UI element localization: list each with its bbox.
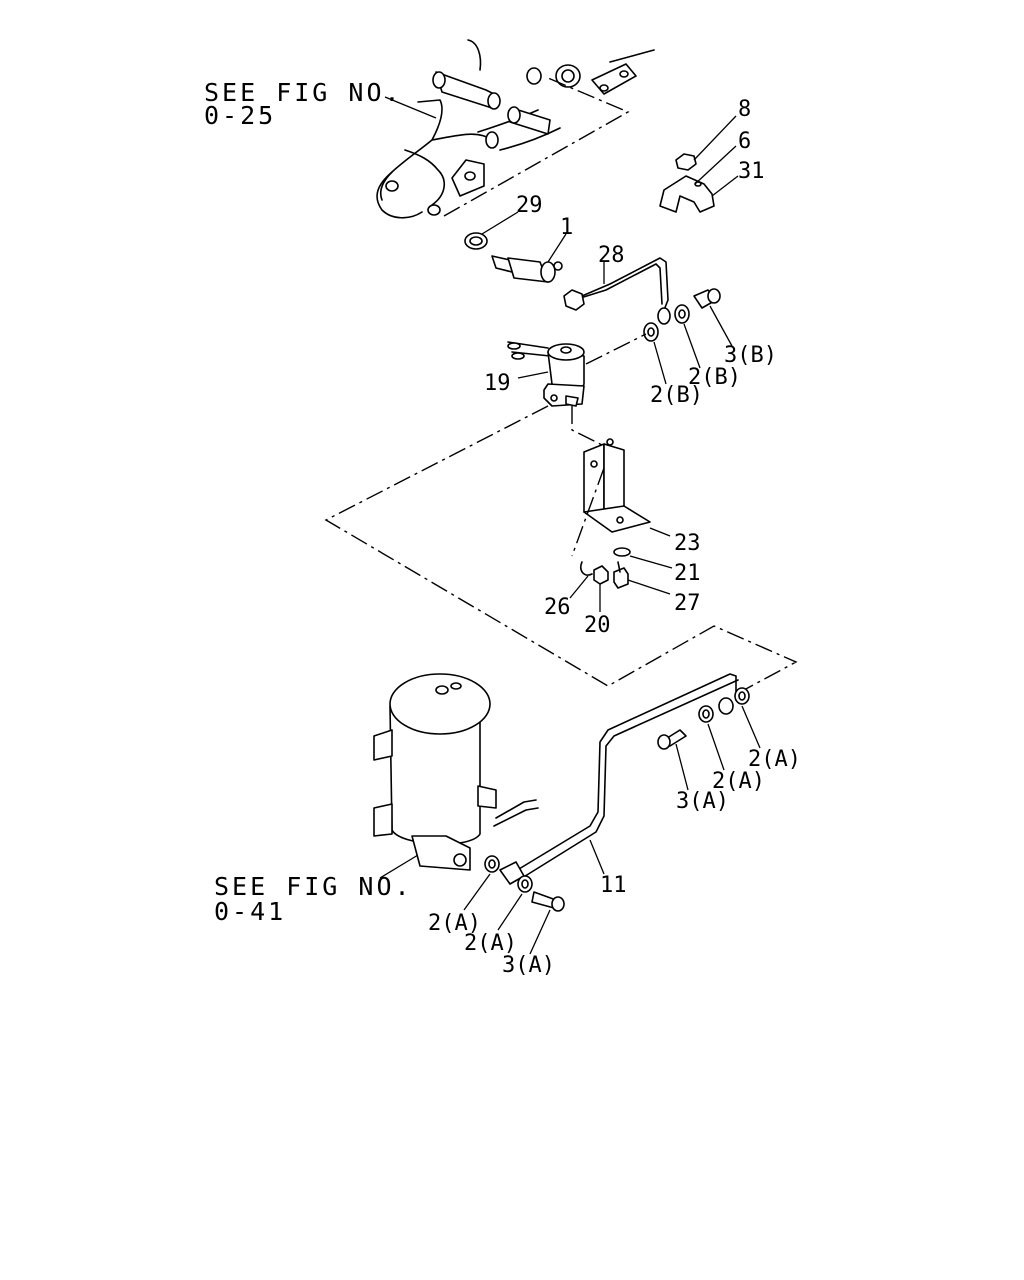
ref-bottom-leader	[379, 854, 419, 879]
nut-washer-clamp-drawing	[659, 115, 739, 213]
pipe-28-drawing	[563, 257, 671, 325]
callout-29: 29	[516, 193, 543, 218]
bracket-dashed-link	[571, 406, 609, 449]
callout-8: 8	[738, 97, 751, 122]
callout-27: 27	[674, 591, 701, 616]
callout-20: 20	[584, 613, 611, 638]
small-fasteners-drawing	[569, 547, 673, 612]
engine-bracket-drawing	[376, 39, 655, 219]
callout-26: 26	[544, 595, 571, 620]
callout-3a-top: 3(A)	[676, 789, 729, 814]
callout-2b-left: 2(B)	[650, 383, 703, 408]
callout-31: 31	[738, 159, 765, 184]
callout-2a-mid: 2(A)	[712, 769, 765, 794]
callout-2a-bottom-left-2: 2(A)	[464, 931, 517, 956]
callout-3b: 3(B)	[724, 343, 777, 368]
ref-top-line2: 0-25	[204, 101, 276, 130]
callout-6: 6	[738, 129, 751, 154]
callout-21: 21	[674, 561, 701, 586]
bracket-23-drawing	[571, 438, 671, 557]
pipe-11-drawing	[513, 673, 761, 879]
callout-11: 11	[600, 873, 627, 898]
solenoid-19-drawing	[507, 333, 647, 407]
callout-23: 23	[674, 531, 701, 556]
washers-bolt-b-drawing	[643, 288, 733, 385]
ref-bottom-line2: 0-41	[214, 897, 286, 926]
ref-top-line1: SEE FIG NO.	[204, 78, 403, 107]
callout-2a-bottom-left-1: 2(A)	[428, 911, 481, 936]
callout-2b-right: 2(B)	[688, 365, 741, 390]
fuel-filter-drawing	[373, 673, 565, 955]
ref-top-leader	[384, 96, 437, 119]
callout-3a-bottom: 3(A)	[502, 953, 555, 978]
gasket-and-sensor-drawing	[464, 211, 567, 283]
callout-1: 1	[560, 215, 573, 240]
callout-19: 19	[484, 371, 511, 396]
ref-bottom-line1: SEE FIG NO.	[214, 872, 413, 901]
callout-2a-right: 2(A)	[748, 747, 801, 772]
connection-dashed-outline	[324, 405, 798, 691]
callout-28: 28	[598, 243, 625, 268]
